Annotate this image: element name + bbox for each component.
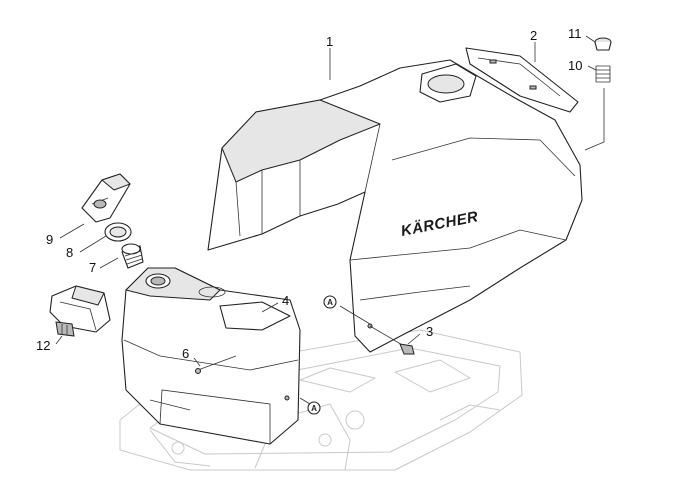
part-2-top-panel	[465, 47, 579, 113]
marker-a-lower: A	[307, 401, 321, 415]
part-7-screen	[121, 243, 144, 269]
part-3-bolt	[369, 325, 415, 355]
part-8-ring	[104, 222, 132, 242]
svg-text:A: A	[327, 298, 333, 307]
label-part-4: 4	[282, 293, 289, 308]
label-part-1: 1	[326, 34, 333, 49]
label-part-2: 2	[530, 28, 537, 43]
part-4-tank	[121, 267, 301, 445]
label-part-8: 8	[66, 245, 73, 260]
label-part-10: 10	[568, 58, 582, 73]
part-1-hood	[207, 59, 583, 353]
svg-text:A: A	[311, 404, 317, 413]
leader-lines	[55, 35, 605, 405]
label-part-9: 9	[46, 232, 53, 247]
part-11-knob	[594, 37, 612, 51]
label-part-7: 7	[89, 260, 96, 275]
label-part-11: 11	[568, 26, 582, 41]
part-number-labels: 1 2 3 4 6 7 8 9 10 11 12	[36, 26, 582, 361]
part-6-screw	[195, 355, 237, 374]
label-part-6: 6	[182, 346, 189, 361]
label-part-12: 12	[36, 338, 50, 353]
label-part-3: 3	[426, 324, 433, 339]
part-12-holder	[49, 285, 111, 337]
part-9-cover-flap	[81, 173, 131, 223]
marker-a-upper: A	[323, 295, 337, 309]
part-10-spring	[595, 65, 611, 83]
